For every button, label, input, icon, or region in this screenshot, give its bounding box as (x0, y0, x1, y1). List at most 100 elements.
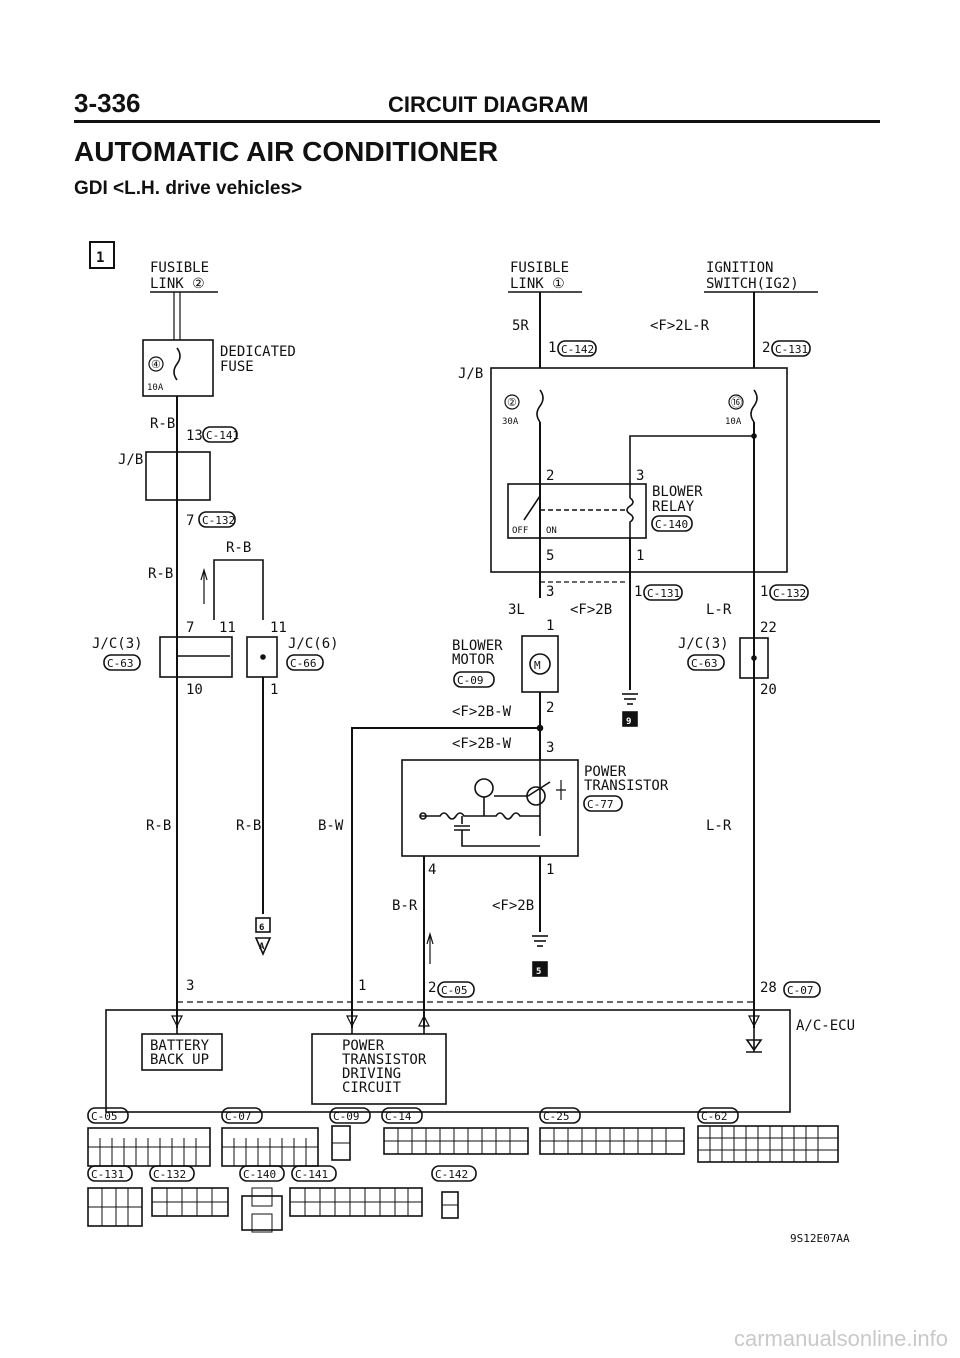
connector-tag-c141: C-141 (202, 426, 239, 443)
svg-text:2: 2 (762, 340, 770, 356)
svg-text:ON: ON (546, 526, 557, 536)
svg-text:DRIVING: DRIVING (342, 1066, 401, 1082)
svg-text:LINK ②: LINK ② (150, 276, 205, 292)
connector-face-c07 (221, 1127, 319, 1167)
svg-text:FUSIBLE: FUSIBLE (510, 260, 569, 276)
figure-code: 9S12E07AA (790, 1232, 850, 1245)
svg-text:C-09: C-09 (457, 674, 484, 687)
connector-face-c140 (241, 1187, 283, 1233)
svg-text:FUSIBLE: FUSIBLE (150, 260, 209, 276)
svg-text:5: 5 (536, 967, 541, 977)
svg-text:BLOWER: BLOWER (452, 638, 503, 654)
svg-text:B-W: B-W (318, 818, 344, 834)
svg-text:1: 1 (270, 682, 278, 698)
power-transistor: POWER TRANSISTOR C-77 (401, 759, 669, 857)
svg-text:5R: 5R (512, 318, 529, 334)
header-rule (74, 120, 880, 123)
ground-9: 9 (622, 693, 638, 727)
svg-text:POWER: POWER (342, 1038, 385, 1054)
svg-text:CIRCUIT: CIRCUIT (342, 1080, 402, 1096)
svg-text:C-131: C-131 (647, 587, 680, 600)
svg-text:20: 20 (760, 682, 777, 698)
ac-ecu: A/C-ECU BATTERY BACK UP POWER TRANSISTOR… (105, 1009, 855, 1113)
svg-text:4: 4 (428, 862, 436, 878)
svg-text:J/B: J/B (118, 452, 143, 468)
svg-text:⑯: ⑯ (731, 396, 742, 409)
svg-text:5: 5 (546, 548, 554, 564)
connector-tag-c131: C-131 (771, 340, 811, 357)
svg-text:MOTOR: MOTOR (452, 652, 495, 668)
blower-relay: 2 3 OFF ON BLOWER RELAY C-140 5 1 (507, 468, 703, 564)
svg-text:C-63: C-63 (691, 657, 718, 670)
svg-text:C-05: C-05 (91, 1110, 118, 1123)
connector-face-c141 (289, 1187, 423, 1217)
svg-text:<F>2B-W: <F>2B-W (452, 704, 512, 720)
svg-text:C-142: C-142 (561, 343, 594, 356)
svg-text:C-141: C-141 (206, 429, 239, 442)
svg-text:2: 2 (546, 468, 554, 484)
svg-text:22: 22 (760, 620, 777, 636)
svg-text:L-R: L-R (706, 818, 732, 834)
svg-text:3L: 3L (508, 602, 525, 618)
svg-text:R-B: R-B (148, 566, 173, 582)
svg-text:A: A (259, 942, 265, 952)
svg-text:11: 11 (270, 620, 287, 636)
svg-text:POWER: POWER (584, 764, 627, 780)
svg-text:A/C-ECU: A/C-ECU (796, 1018, 855, 1034)
connector-face-c131 (87, 1187, 143, 1227)
junction-block-left (145, 451, 211, 501)
section-title: CIRCUIT DIAGRAM (388, 92, 589, 117)
svg-text:1: 1 (636, 548, 644, 564)
svg-text:J/B: J/B (458, 366, 483, 382)
svg-text:C-07: C-07 (787, 984, 814, 997)
svg-text:C-132: C-132 (153, 1168, 186, 1181)
svg-text:10A: 10A (147, 383, 164, 393)
connector-face-c14 (383, 1127, 529, 1155)
svg-text:TRANSISTOR: TRANSISTOR (342, 1052, 427, 1068)
connector-tag-c142: C-142 (557, 340, 597, 357)
svg-text:C-140: C-140 (243, 1168, 276, 1181)
svg-text:M: M (534, 659, 541, 672)
junction-connector-3-right: J/C(3) C-63 (678, 636, 769, 679)
junction-block-right (490, 367, 788, 573)
svg-text:10A: 10A (725, 417, 742, 427)
fusible-link-2: FUSIBLE LINK ② (150, 260, 218, 293)
connector-ids-row-1: C-05 C-07 C-09 C-14 C-25 C-62 (87, 1107, 739, 1124)
svg-text:C-132: C-132 (202, 514, 235, 527)
svg-text:C-07: C-07 (225, 1110, 252, 1123)
sheet-number-box: 1 (89, 241, 115, 269)
svg-text:30A: 30A (502, 417, 519, 427)
fuse-30a: ② 30A (502, 389, 544, 427)
svg-text:C-66: C-66 (290, 657, 317, 670)
blower-motor: BLOWER MOTOR C-09 M (452, 635, 559, 693)
svg-text:13: 13 (186, 428, 203, 444)
svg-text:DEDICATED: DEDICATED (220, 344, 296, 360)
svg-text:SWITCH(IG2): SWITCH(IG2) (706, 276, 799, 292)
svg-text:2: 2 (428, 980, 436, 996)
fuse-10a: ⑯ 10A (725, 389, 758, 427)
svg-text:J/C(3): J/C(3) (678, 636, 729, 652)
ground-5: 5 (532, 935, 548, 977)
connector-tag-c132-b: C-132 (769, 584, 809, 601)
svg-text:BACK UP: BACK UP (150, 1052, 209, 1068)
sheet-number: 1 (96, 250, 104, 266)
ground-point-6-a: 6 A (254, 917, 272, 956)
svg-text:1: 1 (546, 618, 554, 634)
svg-text:B-R: B-R (392, 898, 418, 914)
svg-text:C-14: C-14 (385, 1110, 412, 1123)
watermark: carmanualsonline.info (733, 1326, 948, 1351)
svg-text:C-142: C-142 (435, 1168, 468, 1181)
svg-text:1: 1 (634, 584, 642, 600)
connector-tag-c131-b: C-131 (643, 584, 683, 601)
connector-face-c62 (697, 1125, 839, 1163)
page-number: 3-336 (74, 88, 141, 118)
connector-tag-c132: C-132 (198, 511, 236, 528)
connector-face-c09 (331, 1125, 351, 1161)
svg-text:C-131: C-131 (775, 343, 808, 356)
svg-text:BLOWER: BLOWER (652, 484, 703, 500)
junction-connector-3-left: J/C(3) C-63 (92, 636, 233, 678)
svg-text:R-B: R-B (236, 818, 261, 834)
svg-text:1: 1 (548, 340, 556, 356)
svg-text:3: 3 (546, 740, 554, 756)
junction-connector-6: J/C(6) C-66 (246, 636, 339, 678)
